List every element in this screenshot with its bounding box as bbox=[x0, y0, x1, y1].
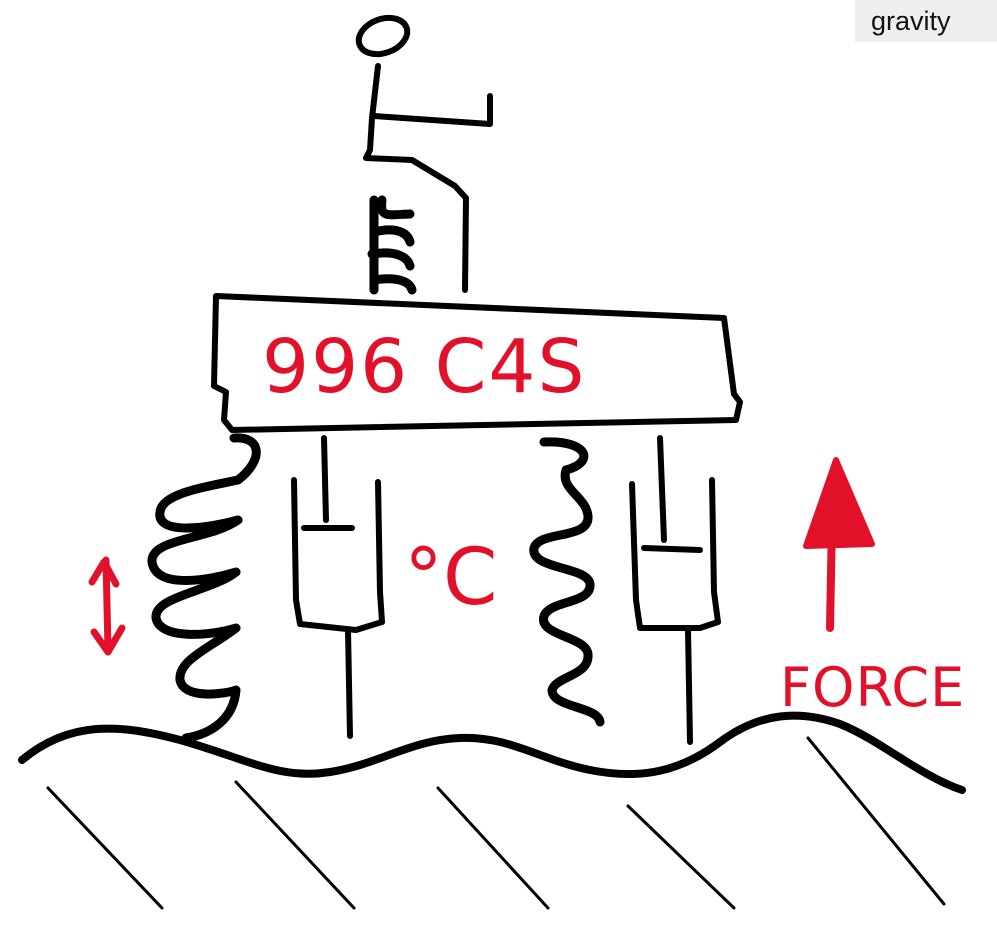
top-spring bbox=[367, 195, 417, 295]
gravity-label: gravity bbox=[871, 6, 951, 36]
right-damper bbox=[629, 435, 721, 745]
knob-handle bbox=[355, 14, 493, 293]
ground-line bbox=[18, 711, 966, 794]
force-label: FORCE bbox=[780, 656, 965, 719]
middle-spring bbox=[529, 437, 605, 727]
block-body bbox=[211, 293, 743, 433]
left-spring bbox=[147, 433, 261, 743]
vertical-movement-arrow bbox=[88, 556, 126, 656]
gravity-tag: gravity bbox=[855, 0, 997, 42]
force-arrow bbox=[803, 457, 875, 632]
temperature-label: °C bbox=[404, 533, 497, 623]
block-label: 996 C4S bbox=[262, 324, 587, 410]
left-damper bbox=[291, 435, 385, 739]
ground-hatching bbox=[46, 736, 946, 910]
